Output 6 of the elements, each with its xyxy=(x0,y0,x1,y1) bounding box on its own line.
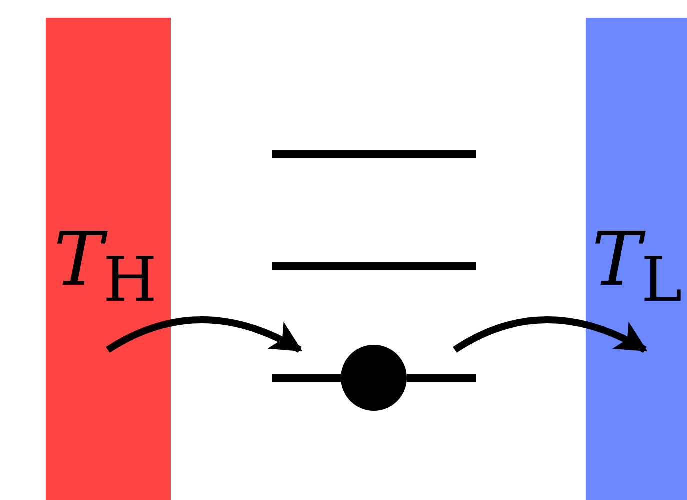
arrow xyxy=(453,316,648,354)
reservoir-bar xyxy=(586,18,687,500)
arrow xyxy=(106,316,303,354)
reservoir-bar xyxy=(46,18,171,500)
temperature-label: T$_{L}$ xyxy=(592,223,682,312)
temperature-label: T$_{H}$ xyxy=(54,223,158,312)
